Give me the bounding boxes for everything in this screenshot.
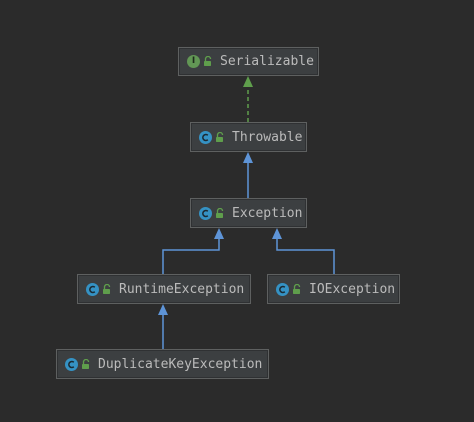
node-label: Exception	[232, 205, 303, 221]
lock-icon	[215, 207, 225, 219]
interface-icon: I	[187, 55, 200, 68]
node-label: RuntimeException	[119, 281, 245, 297]
node-serializable[interactable]: I Serializable	[178, 47, 319, 76]
node-throwable[interactable]: Throwable	[190, 122, 307, 152]
edge-arrowhead-throwable	[243, 152, 253, 163]
node-exception[interactable]: Exception	[190, 198, 307, 228]
node-duplicatekeyexception[interactable]: DuplicateKeyException	[56, 349, 269, 379]
class-icon	[86, 282, 99, 296]
class-icon	[199, 206, 212, 220]
node-label: Serializable	[220, 54, 314, 69]
edge-arrowhead-exception-left	[214, 228, 224, 239]
edge-arrowhead-serializable	[243, 76, 253, 87]
lock-icon	[292, 283, 302, 295]
lock-icon	[215, 131, 225, 143]
node-runtimeexception[interactable]: RuntimeException	[77, 274, 251, 304]
lock-icon	[203, 55, 213, 67]
node-label: IOException	[309, 281, 396, 297]
edge-runtimeexception-exception	[162, 238, 220, 274]
class-icon	[276, 282, 289, 296]
interface-badge-letter: I	[191, 56, 196, 66]
edge-arrowhead-exception-right	[272, 228, 282, 239]
node-label: DuplicateKeyException	[98, 356, 263, 372]
lock-icon	[81, 358, 91, 370]
lock-icon	[102, 283, 112, 295]
class-icon	[199, 130, 212, 144]
edge-ioexception-exception	[276, 238, 335, 274]
class-icon	[65, 357, 78, 371]
node-label: Throwable	[232, 129, 303, 145]
edge-arrowhead-runtimeexception	[158, 304, 168, 315]
node-ioexception[interactable]: IOException	[267, 274, 400, 304]
